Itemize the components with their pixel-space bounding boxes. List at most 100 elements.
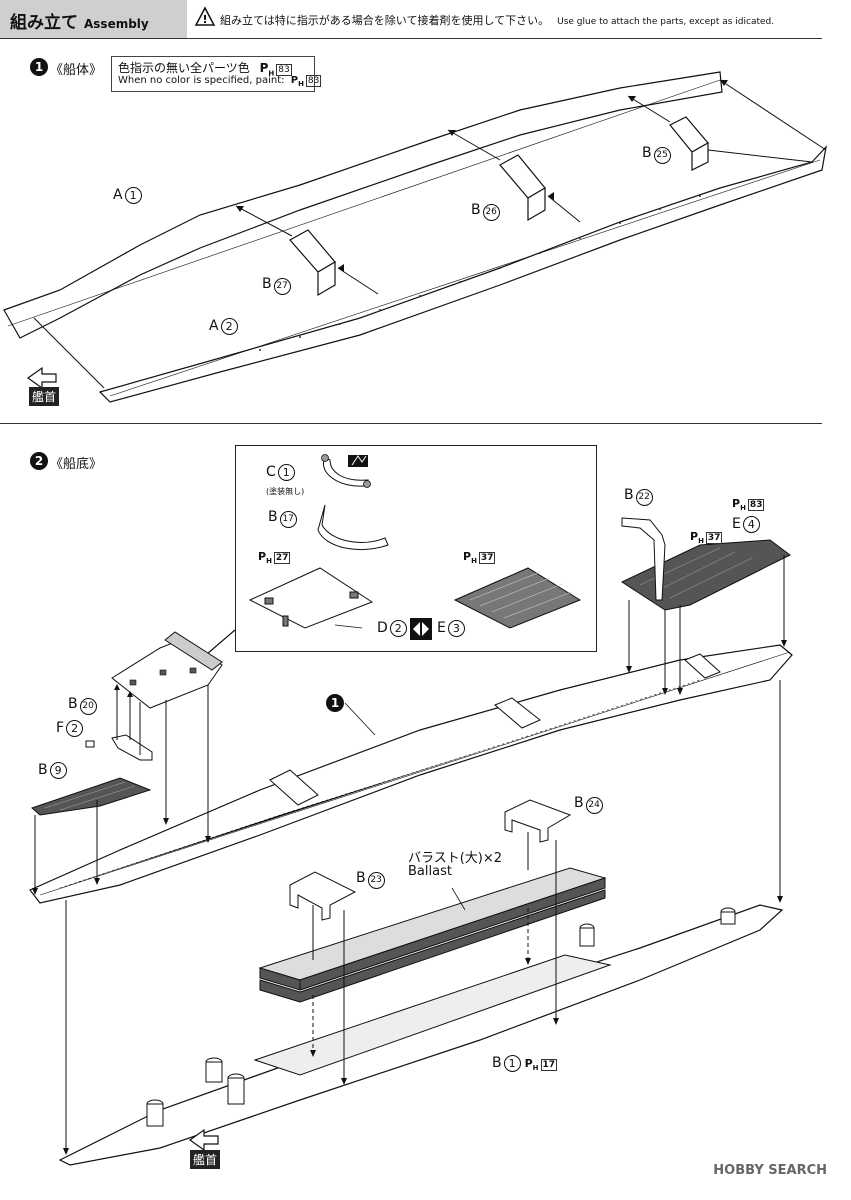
label-b1-letter: B <box>492 1055 502 1071</box>
ph-ref-83-num: 83 <box>747 499 765 511</box>
header-notice: 組み立ては特に指示がある場合を除いて接着剤を使用して下さい。 Use glue t… <box>220 12 774 28</box>
step2-number: 2 <box>30 452 48 470</box>
part-b9 <box>31 777 152 816</box>
bow-label-2: 艦首 <box>190 1150 221 1169</box>
label-e3-letter: E <box>437 620 446 636</box>
label-e4-num: 4 <box>742 516 760 533</box>
label-b9-num: 9 <box>49 762 67 779</box>
ballast-weights <box>258 867 607 1003</box>
ph-ref-37-num: 37 <box>705 532 723 544</box>
label-b17-letter: B <box>268 509 278 525</box>
part-e4 <box>620 539 791 611</box>
label-b24-letter: B <box>574 795 584 811</box>
hull-half-a2 <box>98 145 827 403</box>
ph-h-2: H <box>298 80 304 88</box>
label-d2-num: 2 <box>389 620 407 637</box>
part-b23 <box>289 871 357 921</box>
ph-symbol: PH <box>259 61 275 77</box>
label-c1-num: 1 <box>277 464 295 481</box>
svg-text:!: ! <box>203 13 208 26</box>
ph-ref-17-num: 17 <box>540 1059 558 1071</box>
part-e3 <box>453 567 582 629</box>
label-b20-num: 20 <box>79 698 97 715</box>
label-b27-num: 27 <box>273 278 291 295</box>
label-f2-num: 2 <box>66 720 84 737</box>
label-e3-num: 3 <box>447 620 465 637</box>
header-rule <box>0 38 822 39</box>
paint-note-jp-text: 色指示の無い全パーツ色 <box>118 61 250 75</box>
label-b26-letter: B <box>471 202 481 218</box>
ph-number: 83 <box>276 64 292 76</box>
part-upper-deck <box>111 639 223 709</box>
ph-p-2: P <box>290 75 299 86</box>
label-d2-letter: D <box>377 620 388 636</box>
label-b23-num: 23 <box>367 872 385 889</box>
ph-number-2: 83 <box>305 75 322 87</box>
label-b24-num: 24 <box>585 797 603 814</box>
label-no-paint: (塗装無し) <box>266 487 305 496</box>
bow-label-1: 艦首 <box>29 387 60 406</box>
bulkhead-b26 <box>499 154 546 222</box>
title-en: Assembly <box>84 17 149 31</box>
label-b9-letter: B <box>38 762 48 778</box>
part-b22 <box>621 517 666 601</box>
paint-note-box <box>111 56 315 92</box>
bulkhead-b27 <box>289 229 336 297</box>
step1-reference: 1 <box>326 694 344 712</box>
ph-ref-37-inset-num: 37 <box>478 552 496 564</box>
label-b26-num: 26 <box>482 204 500 221</box>
label-b17-num: 17 <box>279 511 297 528</box>
warning-triangle-icon: ! <box>194 6 216 26</box>
label-f2-letter: F <box>56 720 65 736</box>
ph-symbol-2: PH <box>290 75 304 88</box>
label-b23-letter: B <box>356 870 366 886</box>
label-c1-letter: C <box>266 464 276 480</box>
part-b24 <box>504 799 572 843</box>
label-a1-letter: A <box>113 187 123 203</box>
ballast-label-en: Ballast <box>408 864 452 879</box>
label-b20-letter: B <box>68 696 78 712</box>
label-a2-num: 2 <box>220 318 238 335</box>
bow-arrow-icon-2 <box>188 1128 219 1152</box>
step2-title: 《船底》 <box>50 457 103 472</box>
no-paint-icon <box>348 455 368 467</box>
paint-note-en-text: When no color is specified, paint: <box>118 75 285 86</box>
part-b20 <box>111 734 153 761</box>
label-b25-letter: B <box>642 145 652 161</box>
label-e4-letter: E <box>732 516 741 532</box>
label-a1-num: 1 <box>124 187 142 204</box>
notice-en: Use glue to attach the parts, except as … <box>557 17 775 27</box>
assembled-hull <box>29 644 793 904</box>
label-b25-num: 25 <box>653 147 671 164</box>
label-b22-letter: B <box>624 487 634 503</box>
hull-half-a1 <box>3 71 723 339</box>
ph-p: P <box>259 61 269 75</box>
label-b22-num: 22 <box>635 489 653 506</box>
notice-jp: 組み立ては特に指示がある場合を除いて接着剤を使用して下さい。 <box>220 14 550 27</box>
hull-bulkheads <box>269 653 721 806</box>
step1-title: 《船体》 <box>50 63 103 78</box>
